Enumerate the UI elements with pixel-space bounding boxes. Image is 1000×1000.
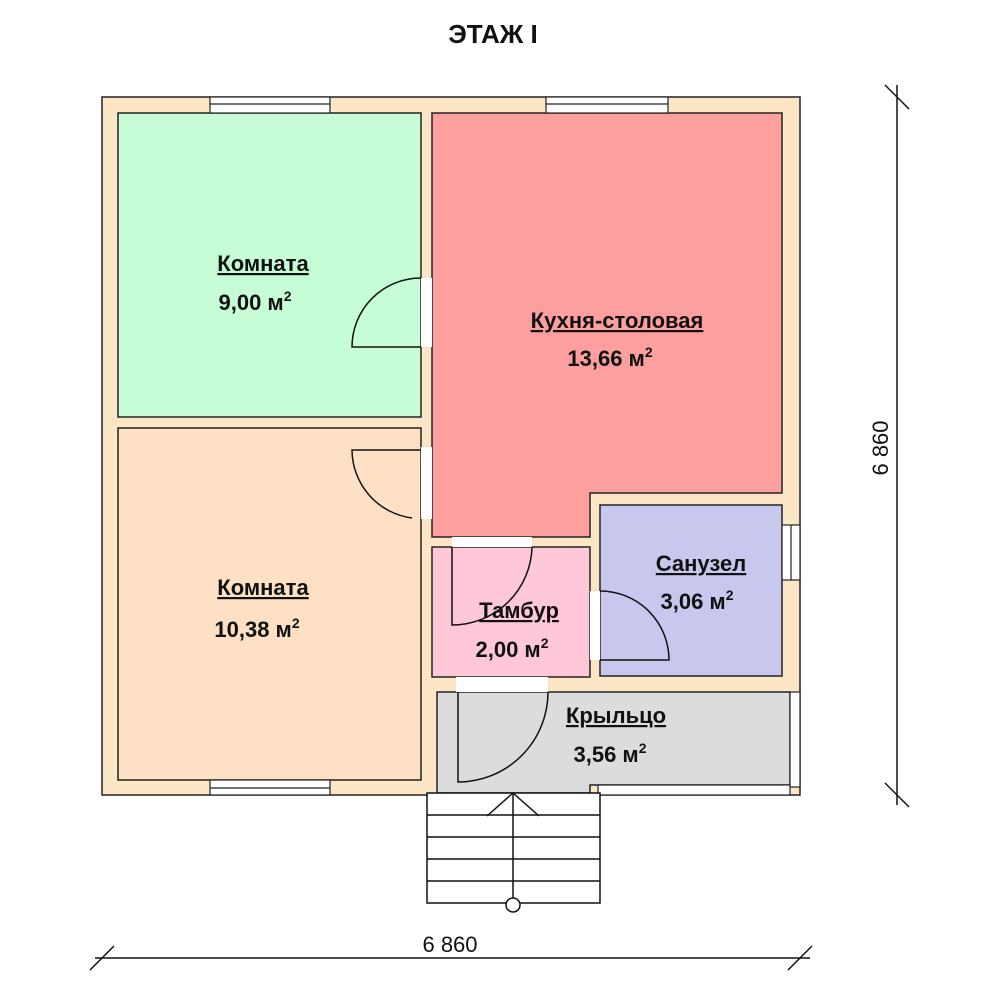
room-area: 3,56 м2 <box>573 740 646 767</box>
windows <box>209 96 801 796</box>
room-area: 3,06 м2 <box>660 587 733 614</box>
room-area: 2,00 м2 <box>475 635 548 662</box>
room-name: Крыльцо <box>566 703 666 728</box>
window-icon <box>597 784 791 796</box>
window-icon <box>789 691 801 788</box>
plan-title: ЭТАЖ I <box>448 19 537 49</box>
room-kitchen-dining <box>431 112 783 538</box>
room-bathroom <box>599 504 783 677</box>
room-name: Комната <box>217 251 309 276</box>
room-tambur <box>431 546 591 678</box>
room-komnata-1 <box>117 112 422 418</box>
stair-start-icon <box>505 897 521 913</box>
width-dimension: 6 860 <box>422 932 477 957</box>
room-komnata-2 <box>117 427 422 781</box>
room-area: 13,66 м2 <box>567 344 652 371</box>
room-name: Тамбур <box>479 598 559 623</box>
room-name: Кухня-столовая <box>531 308 704 333</box>
door-icon <box>351 277 422 348</box>
room-name: Комната <box>217 575 309 600</box>
door-icon <box>451 546 533 626</box>
room-area: 10,38 м2 <box>214 615 299 642</box>
window-icon <box>209 96 331 114</box>
door-icon <box>351 449 421 519</box>
door-icon <box>599 590 670 661</box>
room-name: Санузел <box>656 551 746 576</box>
room-area: 9,00 м2 <box>218 288 291 315</box>
doors <box>351 277 670 783</box>
room-labels: Комната 9,00 м2 Кухня-столовая 13,66 м2 … <box>214 251 746 767</box>
window-icon <box>545 96 669 114</box>
dimension-lines <box>89 84 910 971</box>
arrow-up-icon <box>486 791 540 817</box>
stairs <box>426 791 601 913</box>
door-icon <box>457 691 549 783</box>
height-dimension: 6 860 <box>868 420 893 475</box>
door-openings <box>421 278 600 692</box>
